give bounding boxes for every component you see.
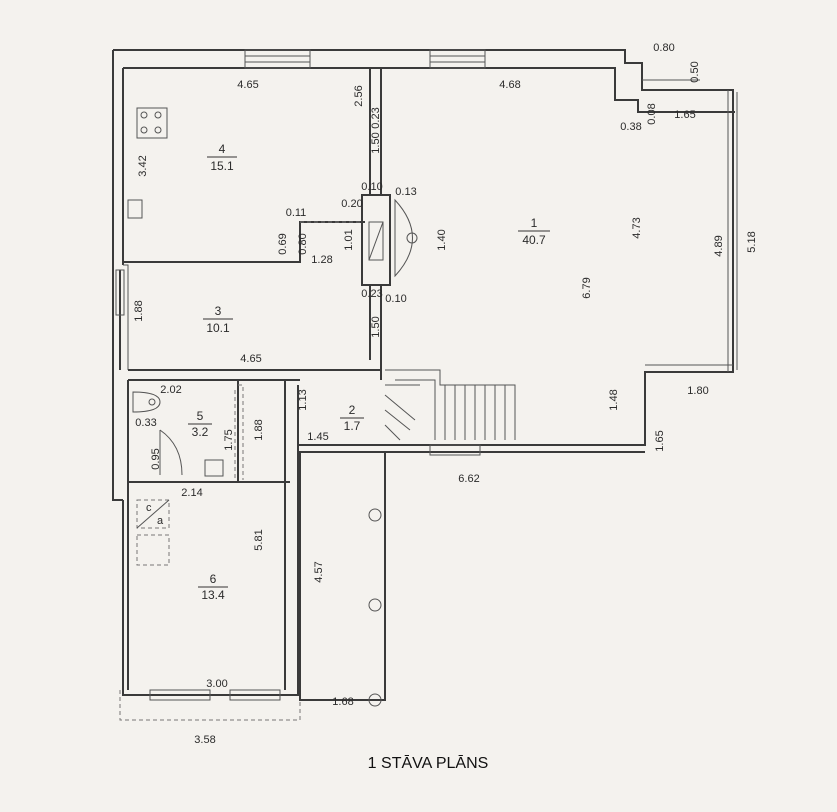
boiler-fixtures xyxy=(136,499,170,566)
dim-023b: 0.23 xyxy=(361,288,382,300)
dim-010b: 0.10 xyxy=(385,293,406,305)
room-5-number: 5 xyxy=(197,409,204,423)
dim-113: 1.13 xyxy=(297,389,309,410)
dim-256: 2.56 xyxy=(353,85,365,106)
dim-013: 0.13 xyxy=(395,186,416,198)
dim-080: 0.80 xyxy=(653,42,674,54)
dimension-labels: 4.65 4.68 0.80 0.38 1.65 0.10 0.13 0.20 … xyxy=(135,42,708,746)
bathroom-fixtures xyxy=(132,390,236,480)
room-5-area: 3.2 xyxy=(192,425,209,439)
dim-050: 0.50 xyxy=(689,61,701,82)
dim-069: 0.69 xyxy=(277,233,289,254)
dim-518: 5.18 xyxy=(746,231,758,252)
dim-145: 1.45 xyxy=(307,431,328,443)
dim-011: 0.11 xyxy=(286,207,307,219)
dim-358: 3.58 xyxy=(194,734,215,746)
dim-010a: 0.10 xyxy=(361,181,382,193)
room-1-area: 40.7 xyxy=(522,233,546,247)
room-4-area: 15.1 xyxy=(210,159,234,173)
staircase xyxy=(384,369,516,441)
dim-168: 1.68 xyxy=(332,696,353,708)
dim-180: 1.80 xyxy=(687,385,708,397)
dim-128: 1.28 xyxy=(311,254,332,266)
dim-581: 5.81 xyxy=(253,529,265,550)
dim-080b: 0.80 xyxy=(297,233,309,254)
dim-148: 1.48 xyxy=(608,389,620,410)
dim-165b: 1.65 xyxy=(654,430,666,451)
dimension-labels-vertical: 2.56 0.50 0.08 3.42 0.23 1.50 0.69 0.80 … xyxy=(133,61,758,582)
dim-101: 1.01 xyxy=(343,229,355,250)
dim-342: 3.42 xyxy=(137,155,149,176)
room-6-area: 13.4 xyxy=(201,588,225,602)
room-2-area: 1.7 xyxy=(344,419,361,433)
stove-icon xyxy=(127,107,168,219)
windows xyxy=(115,49,486,701)
dim-175: 1.75 xyxy=(223,429,235,450)
outer-walls xyxy=(112,49,738,696)
dim-095: 0.95 xyxy=(150,448,162,469)
interior-walls xyxy=(123,68,645,701)
dim-140: 1.40 xyxy=(436,229,448,250)
dim-top-left: 4.65 xyxy=(237,79,258,91)
dim-465: 4.65 xyxy=(240,353,261,365)
dim-473: 4.73 xyxy=(631,217,643,238)
label-c: c xyxy=(146,502,152,514)
dim-150b: 1.50 xyxy=(370,316,382,337)
dim-679: 6.79 xyxy=(581,277,593,298)
dim-020: 0.20 xyxy=(341,198,362,210)
dim-008: 0.08 xyxy=(646,103,658,124)
dim-202: 2.02 xyxy=(160,384,181,396)
room-3-area: 10.1 xyxy=(206,321,230,335)
dim-214: 2.14 xyxy=(181,487,202,499)
dim-top-right: 4.68 xyxy=(499,79,520,91)
dim-457: 4.57 xyxy=(313,561,325,582)
dim-023a: 0.23 xyxy=(370,107,382,128)
room-6-number: 6 xyxy=(210,572,217,586)
plan-title: 1 STĀVA PLĀNS xyxy=(368,754,489,772)
label-a: a xyxy=(157,515,164,527)
terrace-posts xyxy=(368,508,382,707)
room-labels: 4 15.1 1 40.7 3 10.1 2 1.7 5 3.2 6 13.4 … xyxy=(146,142,550,602)
dim-489: 4.89 xyxy=(713,235,725,256)
dim-038: 0.38 xyxy=(620,121,641,133)
room-3-number: 3 xyxy=(215,304,222,318)
room-4-number: 4 xyxy=(219,142,226,156)
dim-165a: 1.65 xyxy=(674,109,695,121)
dim-033: 0.33 xyxy=(135,417,156,429)
room-2-number: 2 xyxy=(349,403,356,417)
dim-300: 3.00 xyxy=(206,678,227,690)
dim-188a: 1.88 xyxy=(133,300,145,321)
dim-188b: 1.88 xyxy=(253,419,265,440)
room-1-number: 1 xyxy=(531,216,538,230)
fireplace xyxy=(300,194,418,286)
dashed-lines xyxy=(119,384,301,721)
dim-662: 6.62 xyxy=(458,473,479,485)
dim-150a: 1.50 xyxy=(370,132,382,153)
